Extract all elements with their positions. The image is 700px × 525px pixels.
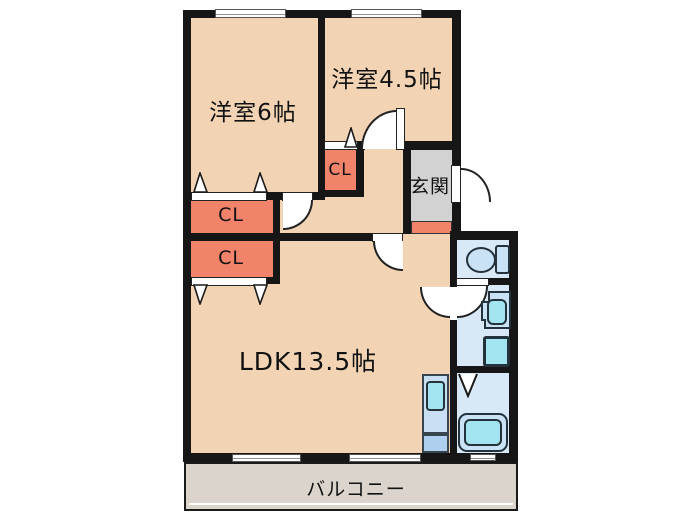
washing-machine-icon (483, 336, 510, 367)
bedroom6-label: 洋室6帖 (209, 100, 297, 126)
door-swing-icon (396, 108, 405, 150)
genkan-label: 玄関 (409, 175, 451, 198)
window-icon (232, 454, 301, 462)
wall-bath-left-lower (450, 320, 457, 453)
wall-closetmid-right (356, 150, 364, 197)
sliding-door-icon (324, 141, 358, 150)
folding-door-icon (458, 373, 478, 398)
window-icon (215, 9, 286, 18)
kitchen-sink-icon (426, 381, 445, 411)
sliding-door-icon (191, 277, 267, 286)
door-swing-icon (456, 278, 489, 286)
wall-closet1-right (273, 192, 280, 241)
wall-closetmid-bottom (318, 190, 364, 197)
genkan-step (411, 221, 452, 234)
slide-triangle-up-icon (193, 172, 208, 193)
closet-left-lower-area (191, 240, 273, 277)
slide-triangle-up-icon (253, 172, 268, 193)
closet-upper-label: CL (218, 204, 244, 226)
bathtub-inner (464, 419, 502, 446)
slide-triangle-down-icon (193, 284, 208, 305)
window-icon (470, 454, 496, 461)
slide-triangle-up-icon (344, 127, 358, 148)
wall-bed45-bottom-a (318, 141, 326, 150)
wall-bath-top (450, 231, 518, 240)
sliding-door-icon (191, 192, 267, 201)
window-icon (349, 454, 421, 462)
wall-between-bedrooms (318, 14, 325, 200)
genkan-area (411, 149, 452, 221)
wall-bath-left-upper (450, 239, 457, 287)
ldk-label: LDK13.5帖 (238, 347, 378, 376)
wall-toilet-washroom (488, 278, 510, 285)
wall-closet2-right (273, 241, 280, 284)
wall-bed45-bottom-c (397, 141, 453, 150)
entrance-door-icon (451, 165, 461, 203)
kitchen-counter-lower (422, 434, 449, 453)
balcony-area (184, 462, 518, 511)
wall-right-upper (452, 10, 461, 166)
door-opening (450, 287, 457, 320)
slide-triangle-down-icon (253, 284, 268, 305)
closet-mid-area (325, 150, 356, 191)
closet-left-upper-area (191, 196, 273, 233)
entrance-door-arc (461, 168, 491, 202)
wall-closet2-bottom (267, 277, 280, 284)
balcony-label: バルコニー (306, 478, 406, 501)
window-icon (351, 9, 422, 18)
washbasin-icon (481, 291, 511, 329)
bedroom45-label: 洋室4.5帖 (331, 67, 443, 93)
wall-right-below-door (452, 201, 461, 239)
wall-genkan-left (403, 141, 411, 234)
wall-washroom-bath (455, 366, 510, 373)
closet-lower-label: CL (218, 247, 244, 269)
toilet-icon (466, 245, 510, 274)
wall-bath-right (509, 231, 518, 462)
balcony-rail-line (189, 503, 513, 505)
closet-mid-label: CL (328, 160, 352, 180)
